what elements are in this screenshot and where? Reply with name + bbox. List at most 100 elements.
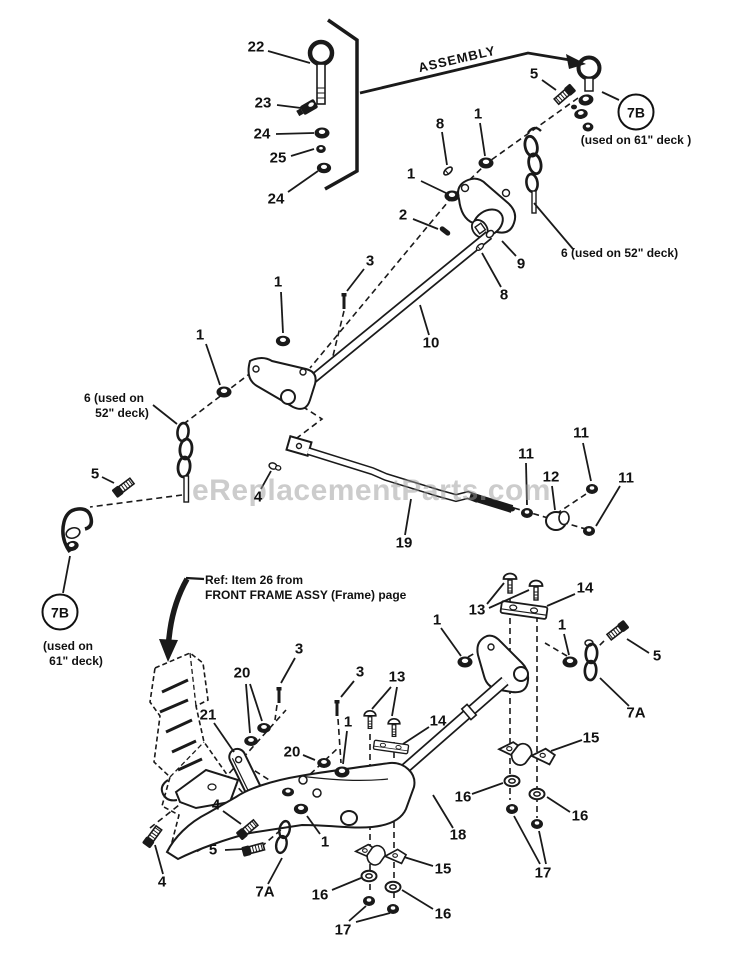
clamp-plate-14r: [499, 599, 549, 621]
part-callout-3: 3: [355, 663, 365, 681]
part-callout-1: 1: [432, 611, 442, 629]
nut-11b: [586, 484, 598, 494]
part-callout-4: 4: [157, 873, 167, 891]
nut-1a: [478, 157, 494, 169]
carriage-bolt-13l1: [363, 710, 377, 730]
part-callout-3: 3: [294, 640, 304, 658]
nut-24a: [314, 127, 330, 139]
nut-1f: [562, 656, 578, 668]
brake-rod-19: [285, 435, 515, 513]
part-callout-12: 12: [542, 468, 560, 486]
trunnion-12: [545, 510, 570, 531]
note-deck61-left-line-1: (used on: [43, 639, 93, 653]
washer-16r1: [503, 774, 521, 788]
nut-17r2: [531, 819, 543, 829]
nut-20d: [282, 787, 294, 797]
part-callout-11: 11: [518, 445, 534, 463]
part-callout-5: 5: [90, 465, 100, 483]
bellcrank-18: [165, 634, 530, 861]
pivot-bracket-9: [457, 177, 517, 239]
part-callout-2: 2: [398, 206, 408, 224]
washer-16r2: [528, 787, 546, 801]
nut-20c: [317, 758, 331, 768]
hook-7b-left: [61, 507, 94, 554]
note-deck61-top-line-1: (used on 61" deck ): [580, 133, 692, 147]
bolt-5c: [605, 618, 631, 642]
bolt-5-top: [552, 82, 578, 107]
nut-1d: [216, 386, 232, 398]
note-deck52-left-line-2: 52" deck): [95, 406, 149, 420]
part-callout-8: 8: [499, 286, 509, 304]
part-callout-14: 14: [429, 712, 447, 730]
roll-pin-2: [439, 226, 451, 236]
carriage-bolt-13r2: [528, 579, 544, 601]
part-callout-1: 1: [273, 273, 283, 291]
part-callout-18: 18: [449, 826, 467, 844]
part-callout-17: 17: [534, 864, 552, 882]
bolt-4c: [141, 824, 164, 850]
note-deck61-left-line-2: 61" deck): [49, 654, 103, 668]
nut-17r1: [506, 804, 518, 814]
part-callout-11: 11: [618, 469, 634, 487]
part-callout-13: 13: [468, 601, 486, 619]
rod-bracket-plate: [247, 357, 317, 410]
part-callout-22: 22: [247, 38, 265, 56]
carriage-bolt-13l2: [387, 718, 401, 738]
nut-1e: [457, 656, 473, 668]
part-callout-10: 10: [422, 334, 440, 352]
pin-8a: [441, 164, 455, 178]
part-callout-5: 5: [529, 65, 539, 83]
part-callout-21: 21: [199, 706, 217, 724]
clamp-plate-14l: [372, 739, 410, 755]
chain-6-right: [521, 126, 545, 214]
part-callout-7a: 7A: [255, 883, 275, 901]
part-callout-15: 15: [582, 729, 600, 747]
part-callout-1: 1: [343, 713, 353, 731]
part-callout-15: 15: [434, 860, 452, 878]
balloon-7b-top: 7B: [617, 93, 655, 131]
part-callout-14: 14: [576, 579, 594, 597]
balloon-7b-left: 7B: [41, 593, 79, 631]
nut-25: [316, 145, 326, 153]
ferrule-4: [267, 461, 283, 473]
chain-7a-right: [583, 639, 599, 682]
note-ref-frame-line-2: FRONT FRAME ASSY (Frame) page: [205, 588, 407, 602]
washer-16l2: [384, 880, 402, 894]
washer-16l1: [360, 869, 378, 883]
nut-1c: [275, 335, 291, 347]
part-callout-5: 5: [652, 647, 662, 665]
screw-3c: [276, 687, 282, 703]
leader-lines: [62, 50, 650, 923]
ref-arrow: [159, 576, 205, 662]
part-callout-1: 1: [473, 105, 483, 123]
part-callout-8: 8: [435, 115, 445, 133]
part-callout-3: 3: [365, 252, 375, 270]
part-callout-5: 5: [208, 841, 218, 859]
nut-1h: [293, 803, 309, 815]
note-ref-frame-line-1: Ref: Item 26 from: [205, 573, 304, 587]
part-callout-1: 1: [195, 326, 205, 344]
panel-edge-bracket: [324, 18, 359, 191]
nut-1b: [444, 190, 460, 202]
part-callout-7a: 7A: [626, 704, 646, 722]
note-deck52-right-line-1: 6 (used on 52" deck): [561, 246, 679, 260]
part-callout-4: 4: [211, 796, 221, 814]
part-callout-13: 13: [388, 668, 406, 686]
part-callout-16: 16: [434, 905, 452, 923]
chain-6-left: [175, 421, 195, 503]
nut-20a: [244, 736, 258, 746]
part-callout-16: 16: [311, 886, 329, 904]
part-callout-20: 20: [283, 743, 301, 761]
lift-rod-10: [299, 229, 495, 391]
part-callout-4: 4: [253, 488, 263, 506]
bracket-15l: [353, 842, 408, 869]
nut-20b: [257, 723, 271, 733]
carriage-bolt-13r1: [502, 572, 518, 594]
part-callout-16: 16: [454, 788, 472, 806]
nut-11c: [583, 526, 595, 536]
part-callout-16: 16: [571, 807, 589, 825]
screw-3a: [341, 293, 347, 309]
part-callout-24: 24: [267, 190, 285, 208]
